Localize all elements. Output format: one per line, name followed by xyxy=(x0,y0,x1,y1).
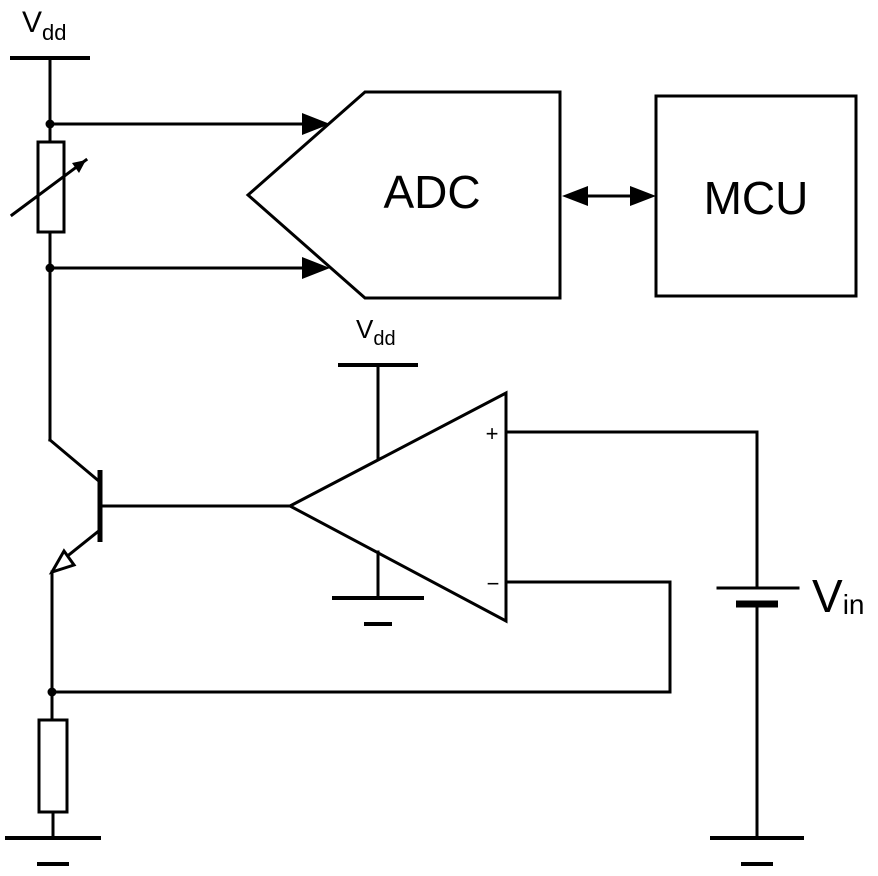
mcu-block xyxy=(654,94,858,298)
vin-ground xyxy=(710,602,804,866)
feedback-wire xyxy=(50,580,672,694)
vdd-top-label: Vdd xyxy=(22,6,67,45)
adc-label: ADC xyxy=(383,166,480,218)
variable-resistor xyxy=(9,140,89,234)
adc-input-bottom-arrow xyxy=(48,257,330,279)
adc-mcu-link-arrow xyxy=(562,186,656,206)
vin-battery xyxy=(716,586,800,608)
vin-positive-wire xyxy=(504,430,759,590)
opamp-ground xyxy=(332,550,424,626)
opamp-minus-label: − xyxy=(487,571,500,596)
adc-input-top-arrow xyxy=(48,113,330,135)
sense-resistor xyxy=(37,718,69,814)
vdd-opamp-label: Vdd xyxy=(356,314,396,350)
vin-label: Vin xyxy=(812,570,864,622)
bottom-left-ground xyxy=(5,810,101,866)
npn-transistor xyxy=(47,437,292,575)
mcu-label: MCU xyxy=(704,172,809,224)
op-amp xyxy=(286,390,508,624)
adc-block xyxy=(245,90,562,300)
opamp-supply-rail xyxy=(338,363,418,462)
vdd-top-rail xyxy=(10,56,90,144)
opamp-plus-label: + xyxy=(486,421,499,446)
